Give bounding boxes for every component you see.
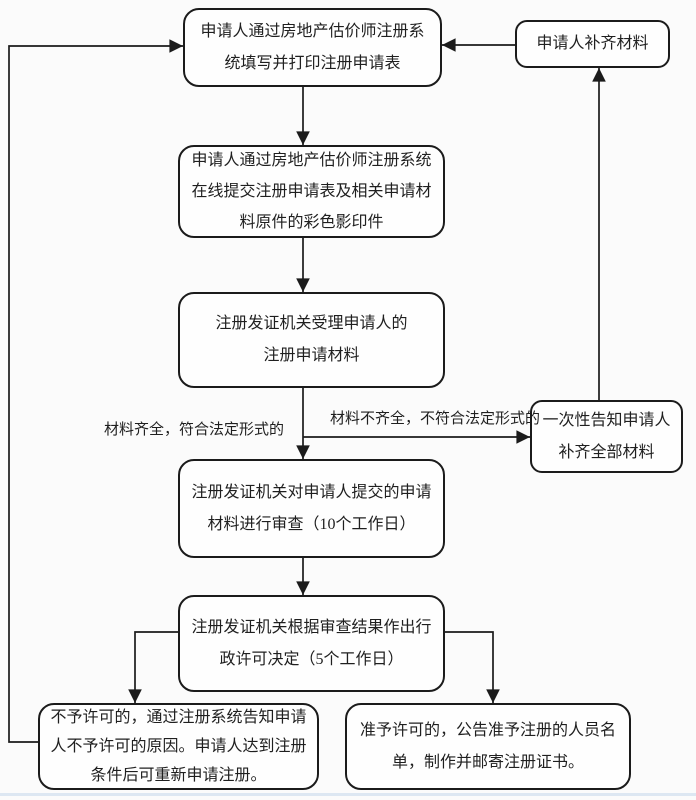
edge-notapproved-to-fillform [8,39,183,743]
node-fill-print-form-text: 申请人通过房地产估价师注册系 统填写并打印注册申请表 [200,22,425,72]
edge-decision-to-notapproved [128,631,178,703]
node-supplement-materials-text: 申请人补齐材料 [536,35,649,52]
node-review-materials-text: 注册发证机关对申请人提交的申请 材料进行审查（10个工作日） [191,483,432,533]
node-notify-supplement: 一次性告知申请人 补齐全部材料 [530,400,683,473]
node-accept-application-text: 注册发证机关受理申请人的 注册申请材料 [215,315,408,364]
node-review-materials: 注册发证机关对申请人提交的申请 材料进行审查（10个工作日） [178,459,445,558]
node-supplement-materials: 申请人补齐材料 [515,20,670,68]
node-not-approved-text: 不予许可的，通过注册系统告知申请 人不予许可的原因。申请人达到注册 条件后可重新… [50,709,307,784]
node-online-submit: 申请人通过房地产估价师注册系统 在线提交注册申请表及相关申请材 料原件的彩色影印… [178,145,445,238]
bottom-divider [0,793,696,796]
node-license-decision: 注册发证机关根据审查结果作出行 政许可决定（5个工作日） [178,595,445,692]
edge-decision-to-approved [445,631,500,703]
node-approved: 准予许可的，公告准予注册的人员名 单，制作并邮寄注册证书。 [345,703,631,790]
edge-label-materials-complete: 材料齐全，符合法定形式的 [104,422,285,438]
edge-label-materials-incomplete: 材料不齐全，不符合法定形式的 [330,411,541,427]
node-online-submit-text: 申请人通过房地产估价师注册系统 在线提交注册申请表及相关申请材 料原件的彩色影印… [191,152,432,231]
node-approved-text: 准予许可的，公告准予注册的人员名 单，制作并邮寄注册证书。 [359,721,616,771]
node-fill-print-form: 申请人通过房地产估价师注册系 统填写并打印注册申请表 [183,8,442,87]
node-notify-supplement-text: 一次性告知申请人 补齐全部材料 [542,411,671,461]
node-not-approved: 不予许可的，通过注册系统告知申请 人不予许可的原因。申请人达到注册 条件后可重新… [38,703,319,790]
node-accept-application: 注册发证机关受理申请人的 注册申请材料 [178,292,445,388]
node-license-decision-text: 注册发证机关根据审查结果作出行 政许可决定（5个工作日） [191,618,432,668]
